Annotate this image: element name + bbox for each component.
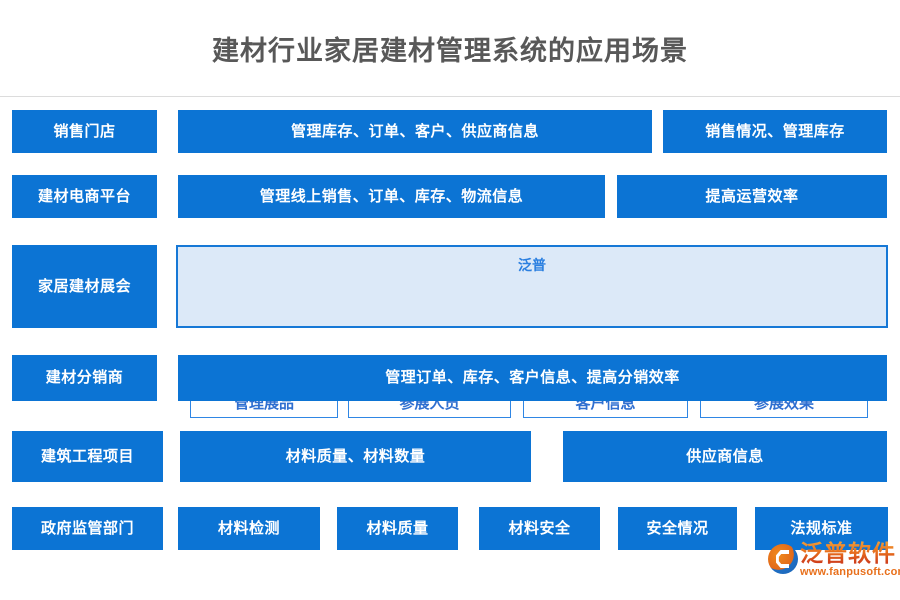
row-label-home-expo[interactable]: 家居建材展会 xyxy=(12,245,157,328)
row-cell-distributor-1[interactable]: 管理订单、库存、客户信息、提高分销效率 xyxy=(178,355,887,401)
row-label-distributor[interactable]: 建材分销商 xyxy=(12,355,157,401)
row-cell-sales-store-1[interactable]: 管理库存、订单、客户、供应商信息 xyxy=(178,110,652,153)
row-cell-construction-project-1[interactable]: 材料质量、材料数量 xyxy=(180,431,531,482)
row-cell-ecommerce-platform-1[interactable]: 管理线上销售、订单、库存、物流信息 xyxy=(178,175,605,218)
page-title: 建材行业家居建材管理系统的应用场景 xyxy=(212,35,688,66)
row-label-ecommerce-platform[interactable]: 建材电商平台 xyxy=(12,175,157,218)
expo-panel-title: 泛普 xyxy=(518,257,546,273)
row-cell-government-regulator-4[interactable]: 安全情况 xyxy=(618,507,737,550)
fanpu-logo-url: www.fanpusoft.com xyxy=(800,566,900,579)
row-cell-government-regulator-5[interactable]: 法规标准 xyxy=(755,507,888,550)
row-label-sales-store[interactable]: 销售门店 xyxy=(12,110,157,153)
row-cell-construction-project-2[interactable]: 供应商信息 xyxy=(563,431,887,482)
row-cell-government-regulator-1[interactable]: 材料检测 xyxy=(178,507,320,550)
row-cell-government-regulator-3[interactable]: 材料安全 xyxy=(479,507,600,550)
row-label-construction-project[interactable]: 建筑工程项目 xyxy=(12,431,163,482)
fanpu-logo: 泛普软件 www.fanpusoft.com xyxy=(768,541,900,593)
application-scenarios-diagram: 销售门店 管理库存、订单、客户、供应商信息 销售情况、管理库存 建材电商平台 管… xyxy=(0,97,900,600)
fanpu-logo-icon xyxy=(768,544,798,574)
fanpu-logo-name: 泛普软件 xyxy=(800,541,900,565)
row-cell-government-regulator-2[interactable]: 材料质量 xyxy=(337,507,458,550)
row-cell-ecommerce-platform-2[interactable]: 提高运营效率 xyxy=(617,175,887,218)
row-cell-sales-store-2[interactable]: 销售情况、管理库存 xyxy=(663,110,887,153)
fanpu-logo-text: 泛普软件 www.fanpusoft.com xyxy=(800,541,900,578)
page-header: 建材行业家居建材管理系统的应用场景 xyxy=(0,0,900,97)
row-label-government-regulator[interactable]: 政府监管部门 xyxy=(12,507,163,550)
expo-panel: 泛普 xyxy=(176,245,888,328)
